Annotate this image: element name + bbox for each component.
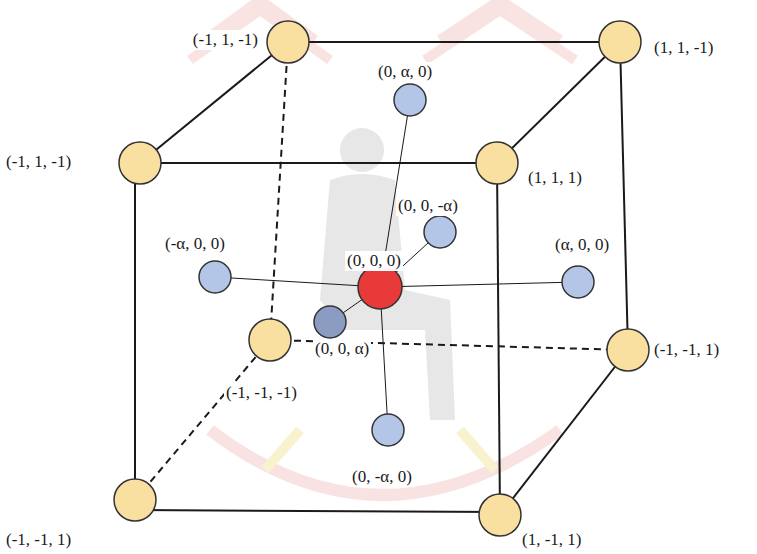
factorial-point bbox=[476, 142, 518, 184]
coordinate-label: (-1, -1, 1) bbox=[4, 530, 73, 550]
cube-edge bbox=[140, 162, 497, 164]
factorial-point bbox=[119, 142, 161, 184]
watermark-arch bbox=[425, 0, 575, 60]
axial-point bbox=[562, 266, 594, 298]
axial-points bbox=[199, 84, 594, 446]
factorial-point bbox=[599, 21, 641, 63]
center-point bbox=[358, 265, 402, 309]
hidden-edge bbox=[135, 340, 270, 500]
factorial-point bbox=[114, 479, 156, 521]
coordinate-label: (α, 0, 0) bbox=[553, 235, 611, 255]
cube-edge bbox=[134, 163, 136, 500]
cube-edge bbox=[620, 42, 628, 350]
coordinate-label: (-1, 1, -1) bbox=[191, 30, 260, 50]
coordinate-label: (0, -α, 0) bbox=[350, 467, 414, 487]
axis-line bbox=[215, 277, 380, 287]
factorial-point bbox=[607, 329, 649, 371]
axial-point bbox=[372, 414, 404, 446]
coordinate-label: (0, 0, -α) bbox=[396, 196, 460, 216]
axial-point bbox=[424, 216, 456, 248]
coordinate-label: (0, 0, α) bbox=[313, 339, 371, 359]
axial-point bbox=[314, 306, 346, 338]
cube-edges bbox=[135, 42, 628, 515]
axis-lines bbox=[215, 100, 578, 430]
axial-point bbox=[394, 84, 426, 116]
cube-edge bbox=[140, 42, 288, 163]
coordinate-label: (1, 1, -1) bbox=[652, 38, 715, 58]
coordinate-label: (-1, -1, 1) bbox=[652, 340, 721, 360]
factorial-point bbox=[479, 494, 521, 536]
coordinate-label: (1, 1, 1) bbox=[526, 168, 584, 188]
cube-edge bbox=[497, 163, 500, 515]
coordinate-label: (0, α, 0) bbox=[376, 62, 434, 82]
axial-point bbox=[199, 261, 231, 293]
watermark-silhouette bbox=[340, 128, 384, 172]
factorial-point bbox=[249, 319, 291, 361]
cube-edge bbox=[288, 41, 620, 43]
cube-edge bbox=[500, 350, 628, 515]
coordinate-label: (0, 0, 0) bbox=[345, 251, 403, 271]
coordinate-label: (-α, 0, 0) bbox=[163, 234, 227, 254]
coordinate-label: (-1, 1, -1) bbox=[4, 152, 73, 172]
watermark-arch bbox=[190, 0, 330, 60]
axis-line bbox=[380, 282, 578, 287]
cube-edge bbox=[497, 42, 620, 163]
hidden-edges bbox=[135, 42, 628, 500]
factorial-points bbox=[114, 21, 649, 536]
hidden-edge bbox=[270, 42, 288, 340]
coordinate-label: (1, -1, 1) bbox=[520, 530, 583, 550]
coordinate-label: (-1, -1, -1) bbox=[224, 383, 299, 403]
factorial-point bbox=[267, 21, 309, 63]
cube-edge bbox=[135, 510, 500, 512]
